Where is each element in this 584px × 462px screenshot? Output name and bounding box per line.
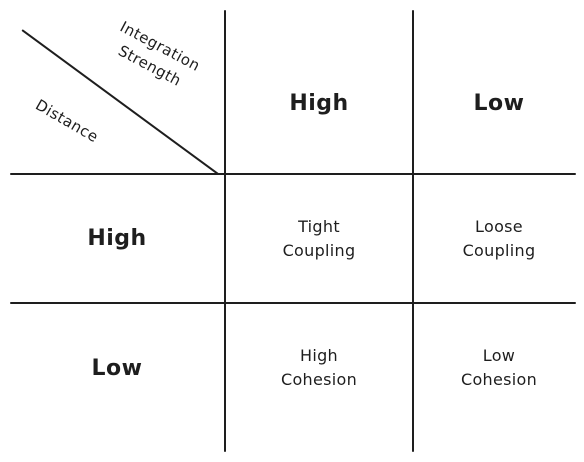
column-header-low: Low [473, 91, 525, 116]
grid-line-vertical-1 [224, 10, 226, 452]
row-axis-label: Distance [32, 95, 102, 147]
column-header-high: High [289, 91, 349, 116]
grid-line-horizontal-1 [10, 173, 576, 175]
cell-tight-coupling: Tight Coupling [282, 216, 356, 260]
cell-high-cohesion: High Cohesion [280, 346, 358, 389]
row-header-high: High [87, 226, 147, 251]
row-header-low: Low [91, 355, 143, 381]
grid-line-horizontal-2 [10, 302, 576, 304]
cell-low-cohesion: Low Cohesion [460, 346, 538, 389]
grid-line-vertical-2 [412, 10, 414, 452]
cell-loose-coupling: Loose Coupling [462, 216, 536, 260]
column-axis-label: Integration Strength [115, 17, 204, 90]
